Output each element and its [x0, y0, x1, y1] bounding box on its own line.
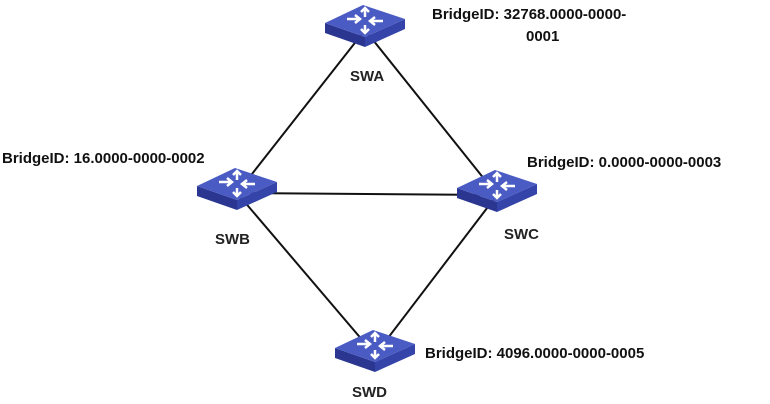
switch-icon-swd[interactable] — [335, 330, 415, 372]
swc-label: SWC — [504, 226, 539, 243]
switch-top — [457, 170, 537, 202]
switch-icon-swa[interactable] — [325, 5, 405, 47]
switch-top — [197, 168, 277, 200]
swc-bridge-id: BridgeID: 0.0000-0000-0003 — [527, 154, 722, 171]
switch-arrows-icon — [347, 6, 383, 35]
switch-top — [325, 5, 405, 37]
switch-arrows-icon — [219, 169, 255, 198]
swa-label: SWA — [350, 68, 385, 85]
link-swc-swd — [374, 194, 498, 356]
switch-arrows-icon — [357, 331, 393, 360]
switch-side — [335, 348, 375, 372]
switch-arrows-icon — [479, 171, 515, 200]
swb-label: SWB — [215, 231, 250, 248]
switch-side — [457, 188, 497, 212]
link-swa-swc — [364, 29, 498, 196]
switch-front — [497, 184, 537, 212]
swd-label: SWD — [352, 384, 387, 401]
switch-front — [375, 344, 415, 372]
swb-bridge-id: BridgeID: 16.0000-0000-0002 — [2, 150, 205, 167]
link-swb-swd — [236, 192, 376, 356]
swa-bridge-id: BridgeID: 32768.0000-0000- — [432, 6, 627, 23]
swa-bridge-id-cont: 0001 — [526, 28, 560, 45]
switch-side — [325, 23, 365, 47]
link-swa-swb — [236, 29, 366, 194]
link-swb-swc — [236, 192, 498, 196]
switch-front — [365, 19, 405, 47]
switch-top — [335, 330, 415, 362]
switch-side — [197, 186, 237, 210]
switch-icon-swc[interactable] — [457, 170, 537, 212]
swd-bridge-id: BridgeID: 4096.0000-0000-0005 — [425, 345, 645, 362]
switch-front — [237, 182, 277, 210]
switch-icon-swb[interactable] — [197, 168, 277, 210]
